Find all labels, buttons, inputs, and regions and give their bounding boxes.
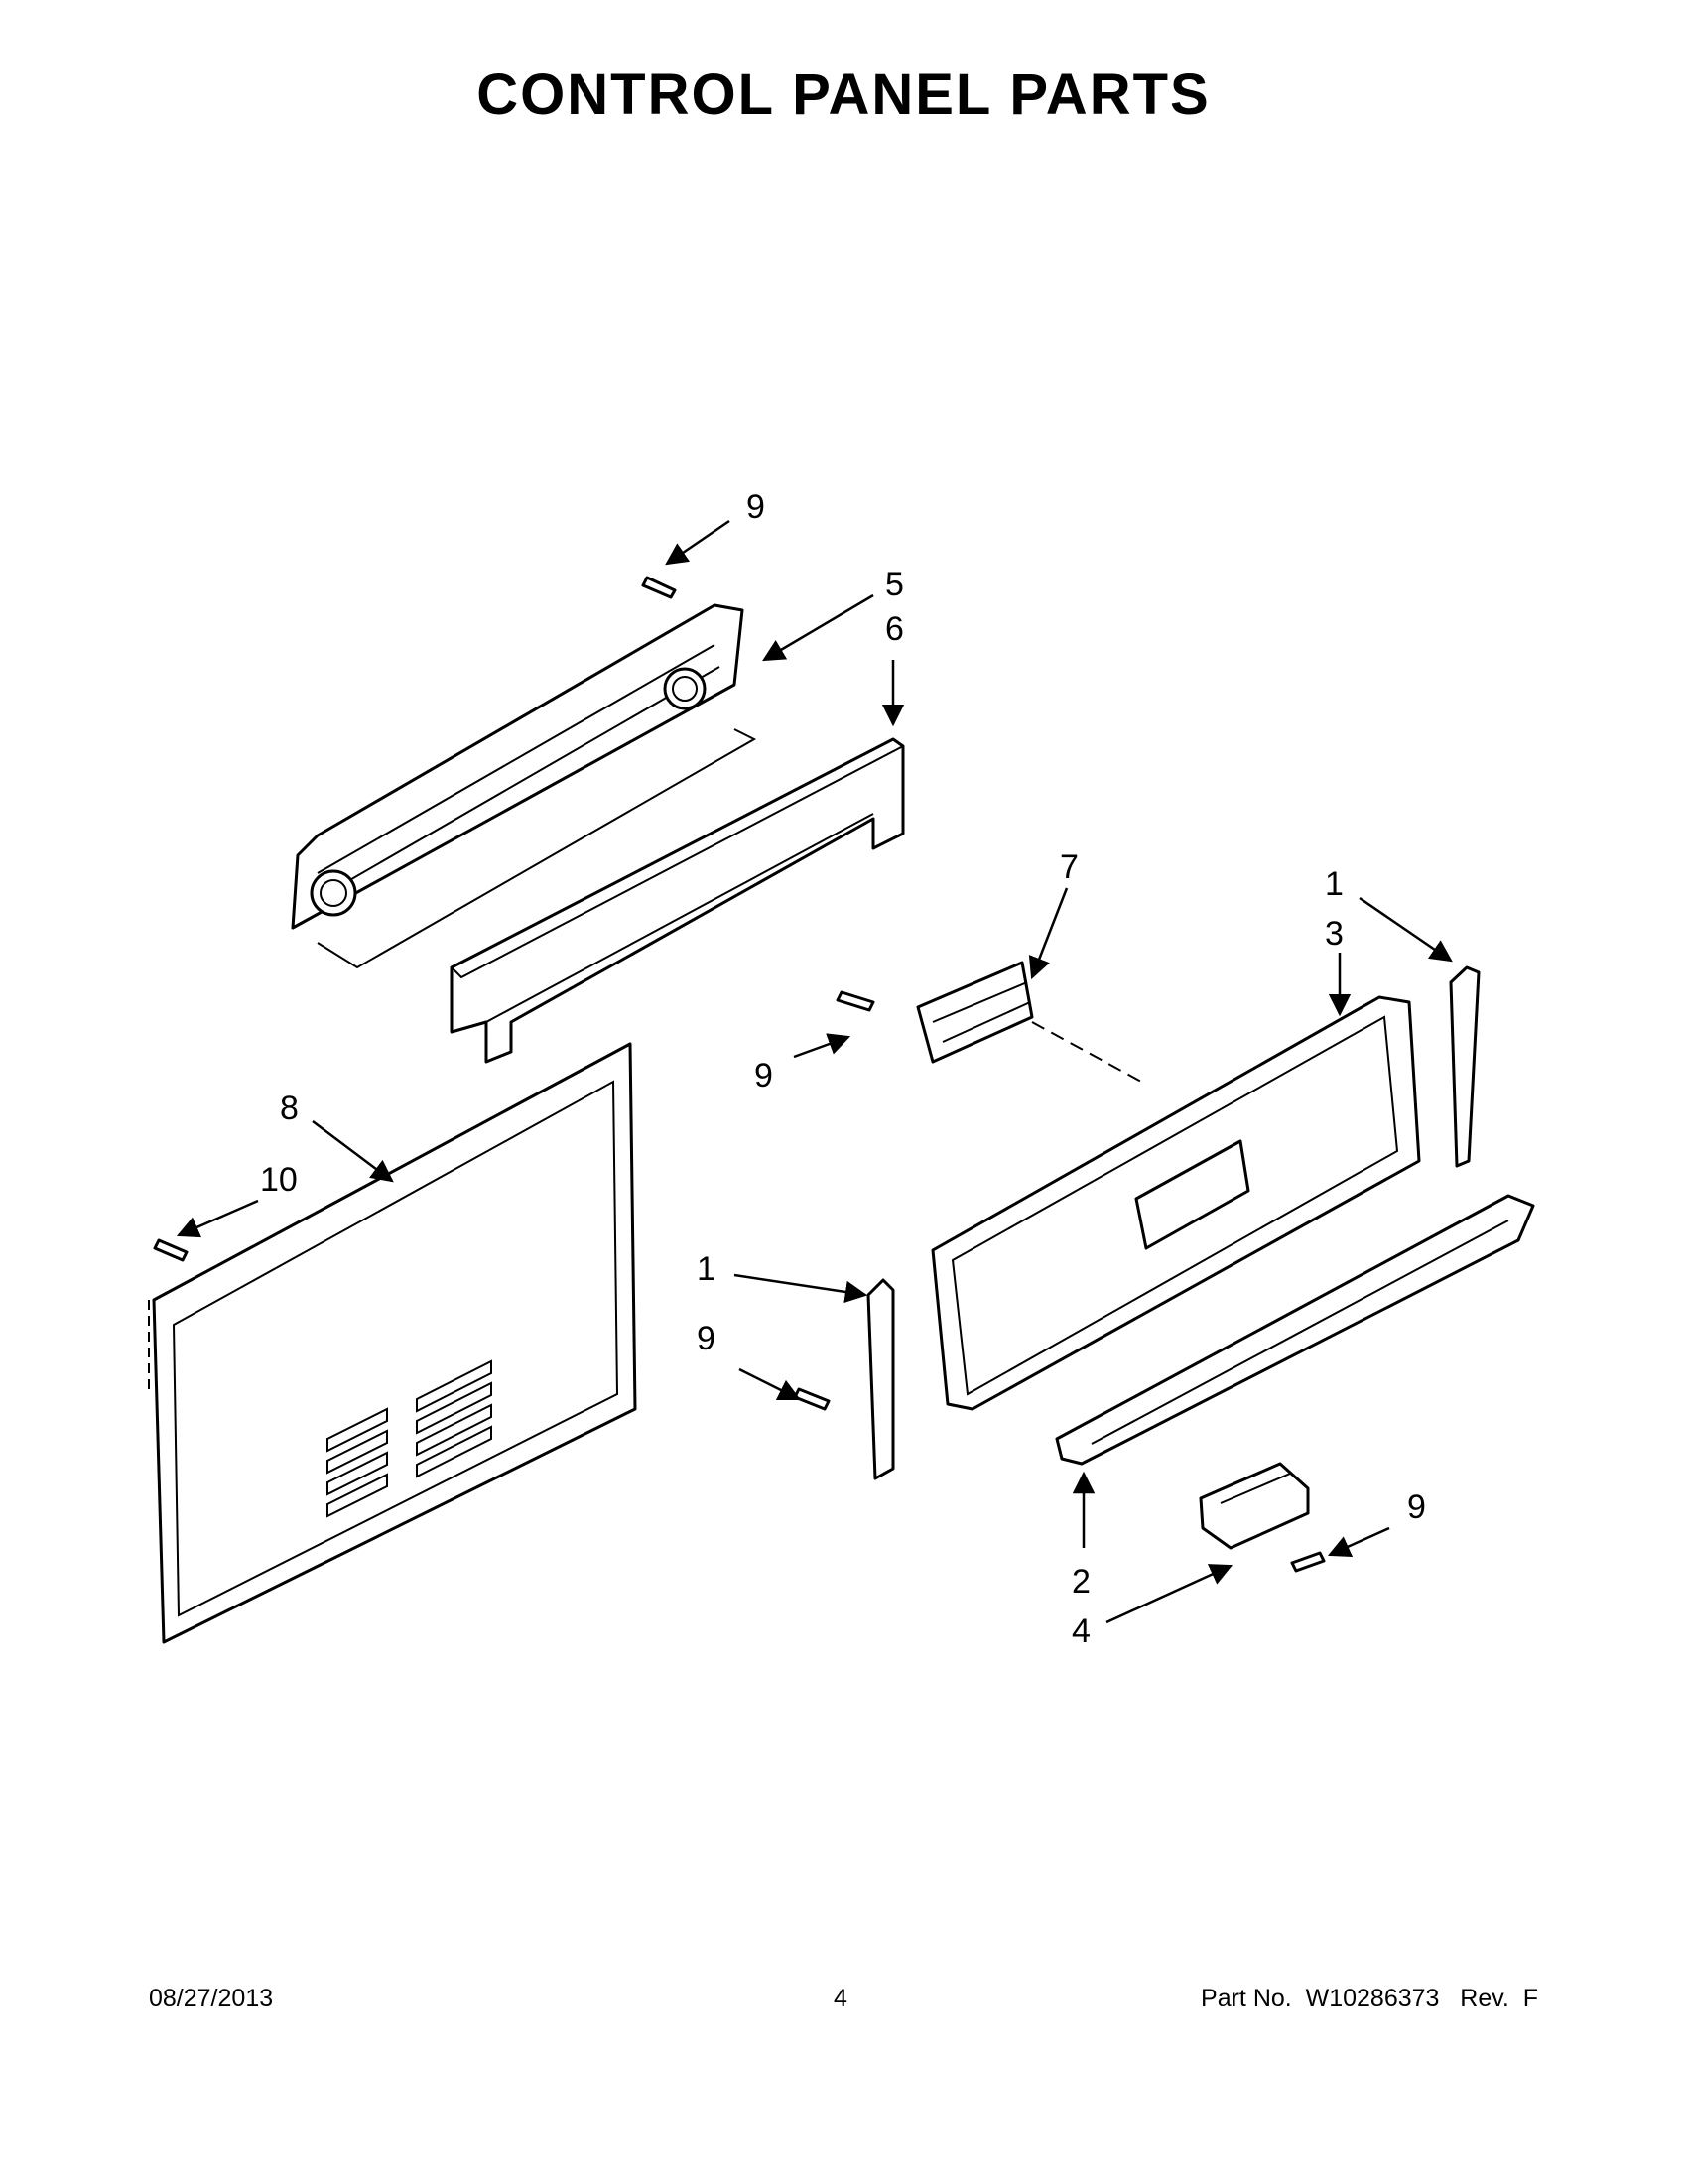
footer-part-number: Part No. W10286373 Rev. F [1201,1985,1538,2012]
callout-labels: 9 5 6 7 1 3 9 8 10 1 9 2 9 4 [260,488,1426,1650]
page-title: CONTROL PANEL PARTS [476,63,1211,127]
callout-9: 9 [697,1320,715,1357]
part-2-trim [1055,1194,1535,1466]
callout-9: 9 [754,1057,773,1094]
part-3-control-panel [931,995,1421,1411]
callout-arrows [176,519,1453,1624]
callout-4: 4 [1072,1612,1091,1650]
part-4-terminal-block [1199,1462,1310,1550]
callout-1: 1 [697,1250,715,1288]
vent-slots [326,1359,492,1518]
footer-date: 08/27/2013 [149,1985,274,2012]
part-7-control-board [916,961,1142,1083]
callout-9: 9 [746,488,765,526]
callout-3: 3 [1325,915,1344,953]
part-8-back-cover [148,1042,637,1644]
callout-2: 2 [1072,1563,1091,1601]
part-6-channel [450,737,905,1064]
part-5-rear-bracket [291,603,757,969]
callout-8: 8 [280,1090,299,1127]
callout-7: 7 [1060,848,1079,886]
callout-5: 5 [885,566,904,603]
screw-icons [153,576,1326,1573]
callout-1: 1 [1325,865,1344,903]
callout-6: 6 [885,610,904,648]
part-1-side-bracket-right [1449,965,1481,1168]
callout-9: 9 [1407,1488,1426,1526]
footer-page-number: 4 [834,1985,847,2012]
callout-10: 10 [260,1161,298,1199]
part-1-side-bracket-left [866,1278,895,1480]
